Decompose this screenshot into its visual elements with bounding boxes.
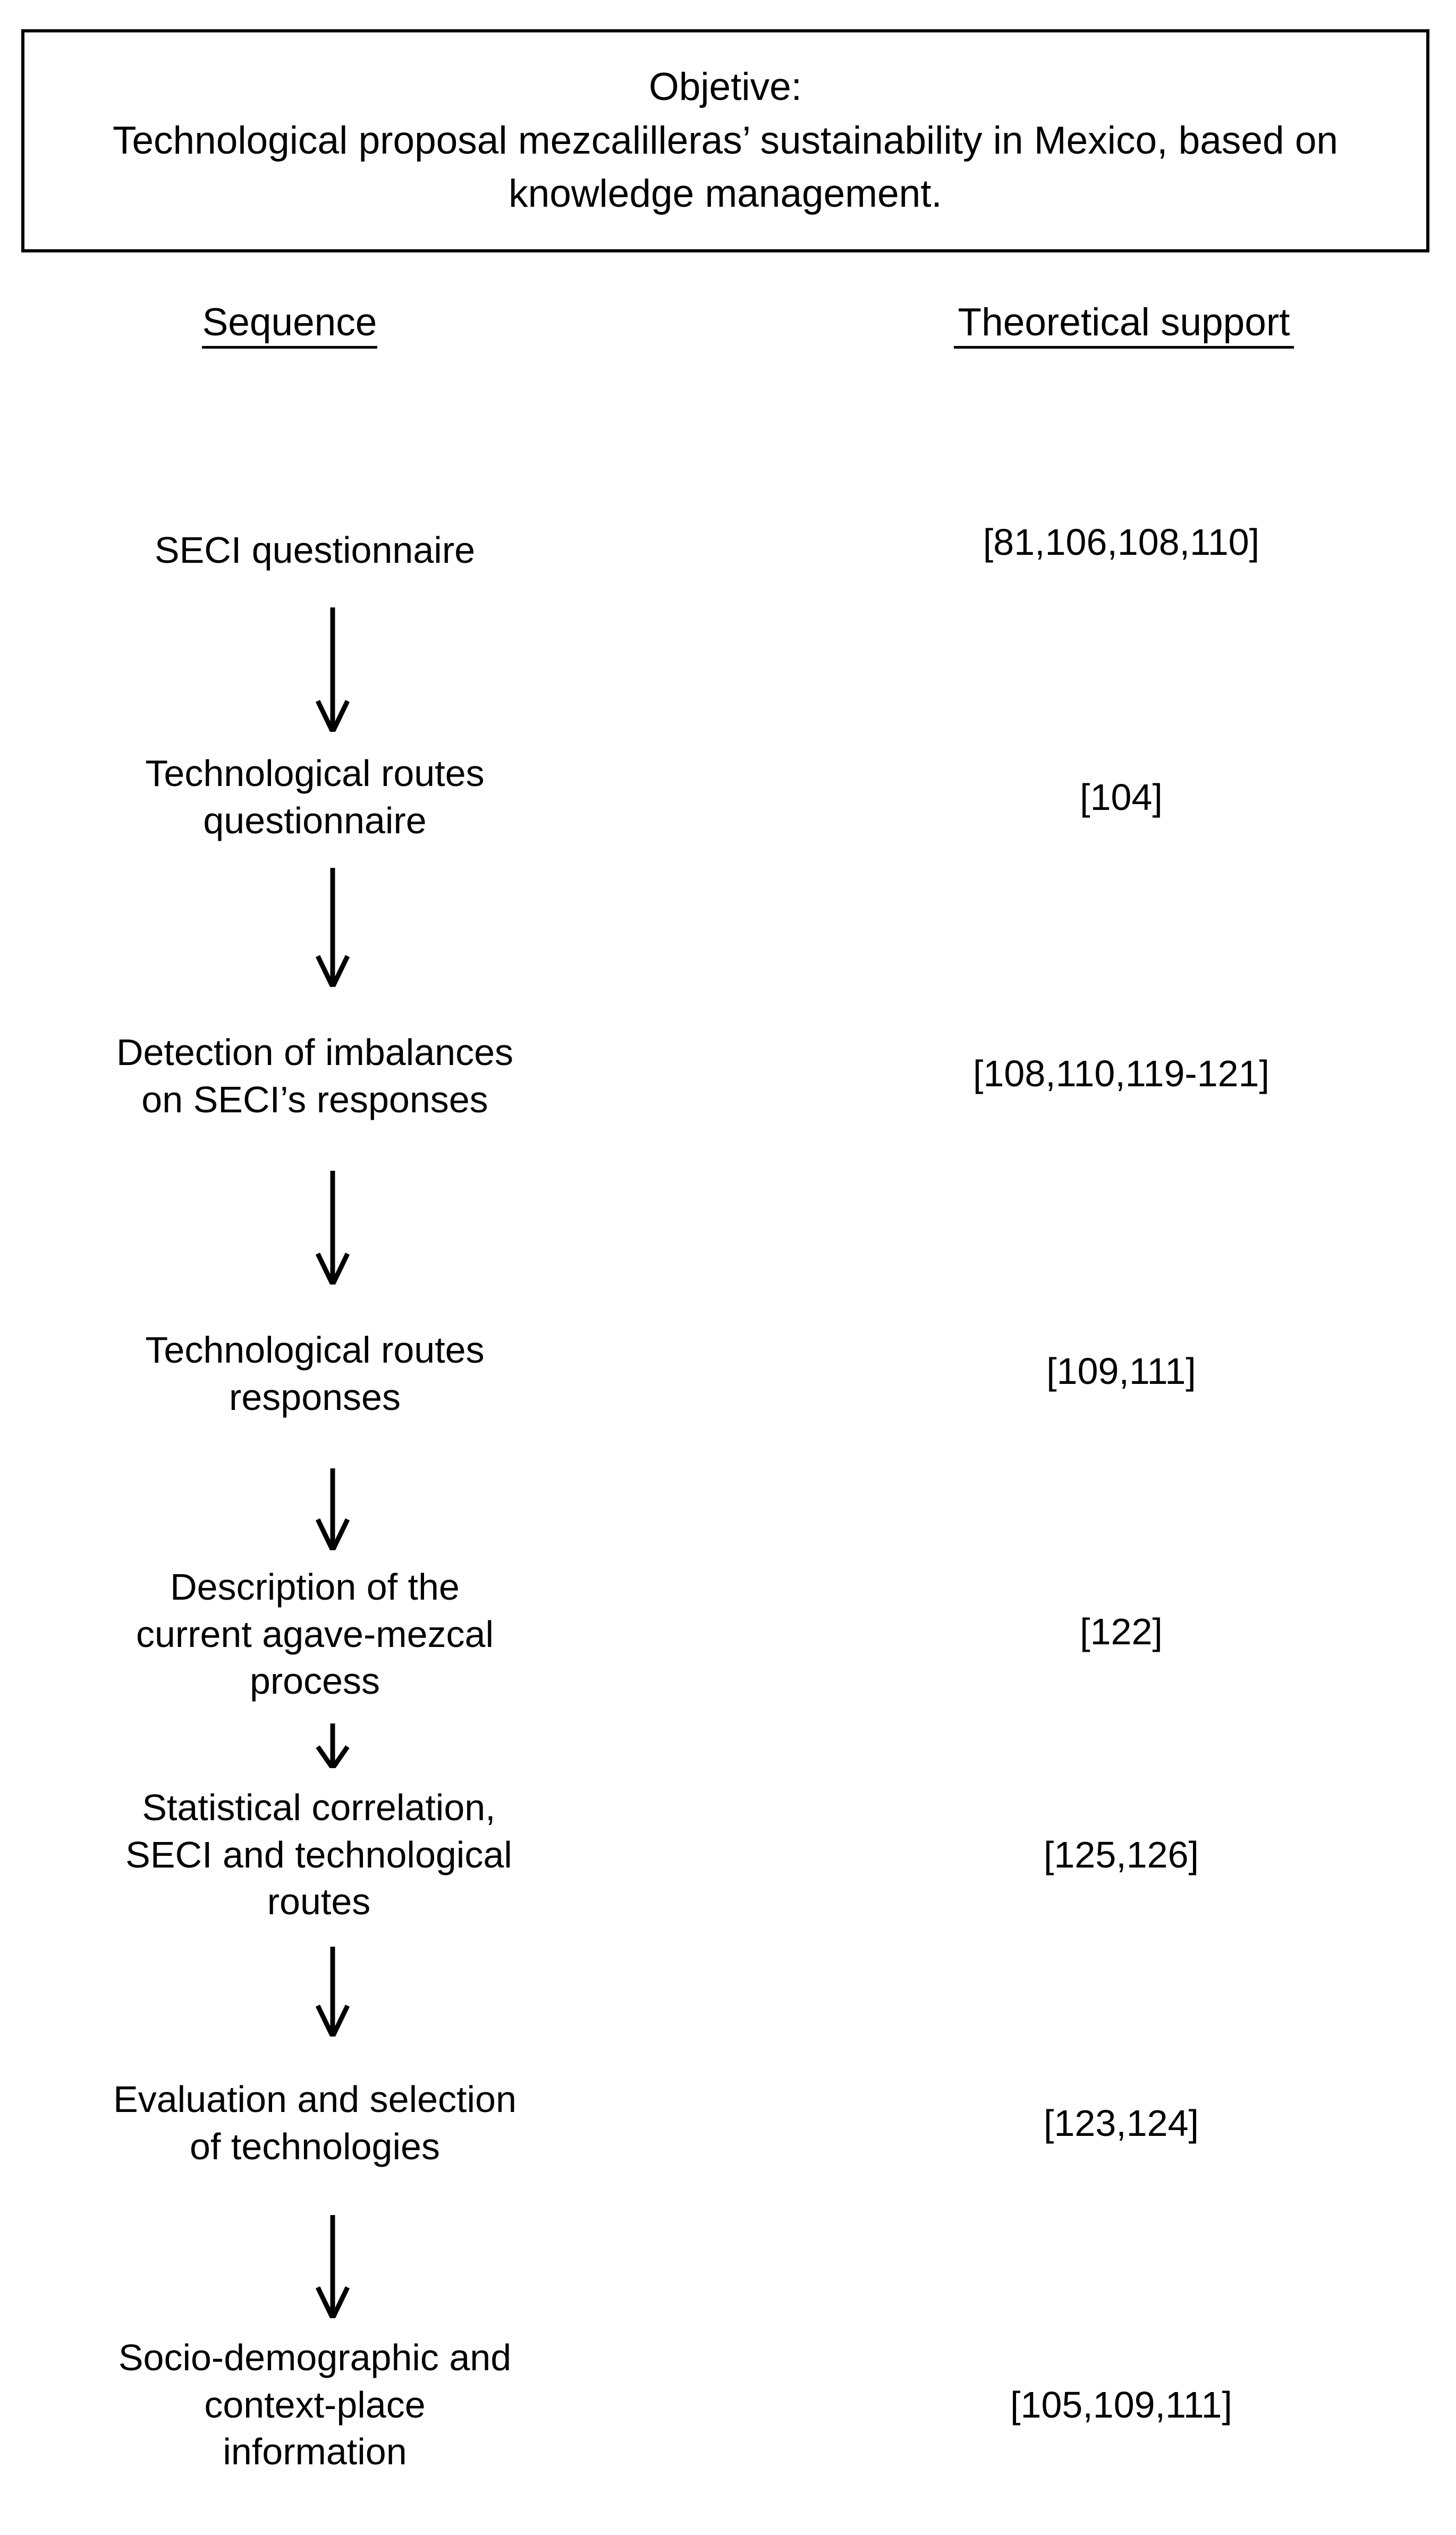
objective-heading: Objetive: [648,65,802,108]
objective-line-1: Technological proposal mezcalilleras’ su… [112,119,1339,162]
flow-arrow-7 [314,2215,351,2318]
theoretical-support-ref-1: [81,106,108,110] [983,521,1260,563]
theoretical-support-ref-7: [123,124] [1044,2102,1199,2144]
flow-step-box-6[interactable]: Statistical correlation, SECI and techno… [90,1772,547,1937]
objective-banner: Objetive: Technological proposal mezcali… [21,29,1429,252]
flow-step-box-1[interactable]: SECI questionnaire [104,502,526,598]
flow-step-box-2[interactable]: Technological routes questionnaire [104,736,526,858]
flow-step-label: Description of the current agave-mezcal … [136,1566,494,1702]
flow-step-label: Technological routes responses [145,1329,485,1418]
flow-arrow-5 [314,1723,351,1768]
theoretical-support-ref-4: [109,111] [1046,1350,1196,1392]
theoretical-support-ref-3: [108,110,119-121] [973,1053,1269,1094]
flow-arrow-6 [314,1947,351,2037]
flow-step-box-3[interactable]: Detection of imbalances on SECI’s respon… [104,991,526,1161]
flow-step-label: SECI questionnaire [154,529,476,571]
column-header-theoretical-support: Theoretical support [954,303,1294,349]
theoretical-support-ref-5: [122] [1080,1611,1163,1652]
flow-step-label: Socio-demographic and context-place info… [118,2336,512,2473]
flow-step-label: Evaluation and selection of technologies [113,2078,517,2167]
flow-arrow-3 [314,1171,351,1285]
flow-step-box-8[interactable]: Socio-demographic and context-place info… [104,2322,526,2487]
flow-step-label: Statistical correlation, SECI and techno… [125,1786,512,1923]
theoretical-support-ref-2: [104] [1080,776,1163,818]
theoretical-support-ref-6: [125,126] [1044,1834,1199,1875]
column-header-sequence: Sequence [202,303,377,349]
flow-step-label: Technological routes questionnaire [145,753,485,841]
flow-arrow-2 [314,868,351,987]
flow-step-box-5[interactable]: Description of the current agave-mezcal … [104,1554,526,1714]
flow-arrow-1 [314,607,351,732]
flow-step-label: Detection of imbalances on SECI’s respon… [116,1032,514,1120]
theoretical-support-ref-8: [105,109,111] [1010,2384,1232,2426]
objective-line-2: knowledge management. [509,172,942,216]
flow-step-box-7[interactable]: Evaluation and selection of technologies [104,2041,526,2206]
flow-arrow-4 [314,1468,351,1550]
flow-step-box-4[interactable]: Technological routes responses [104,1289,526,1459]
